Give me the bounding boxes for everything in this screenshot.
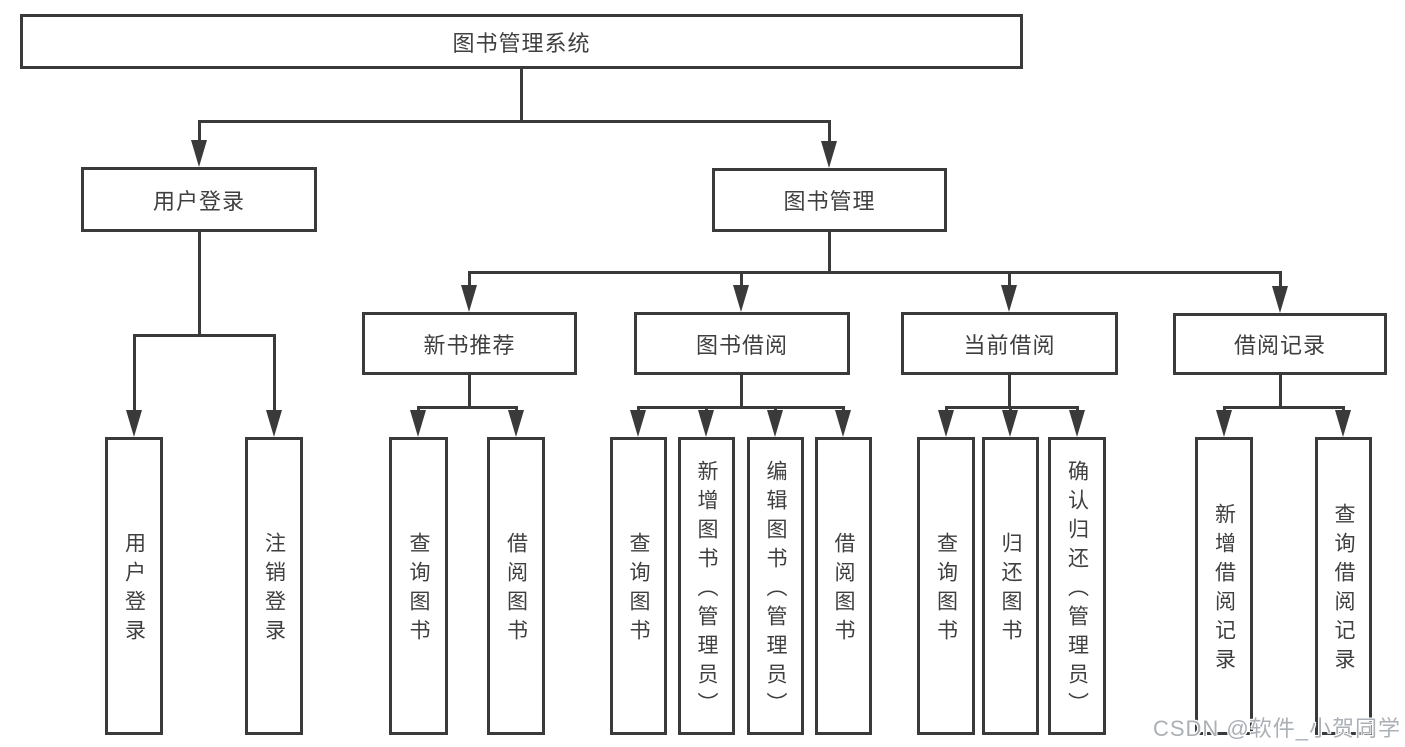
leaf-logout: 注销登录: [245, 437, 303, 735]
connector-line: [520, 69, 523, 123]
leaf-edit-books-admin: 编辑图书（管理员）: [747, 437, 804, 735]
node-new-book-recommend: 新书推荐: [362, 312, 577, 375]
connector-line: [705, 406, 708, 412]
leaf-return-books: 归还图书: [982, 437, 1039, 735]
connector-line: [842, 406, 845, 412]
node-current-borrow: 当前借阅: [901, 312, 1118, 375]
arrow-down-icon: [733, 285, 749, 312]
arrow-down-icon: [191, 140, 207, 167]
node-label: 归还图书: [999, 532, 1022, 648]
csdn-watermark: CSDN @软件_小贺同学: [1152, 716, 1401, 741]
node-book-management: 图书管理: [712, 168, 947, 232]
leaf-borrow-books: 借阅图书: [815, 437, 872, 735]
connector-line: [468, 373, 471, 409]
connector-line: [1076, 406, 1079, 412]
node-label: 查询图书: [627, 532, 650, 648]
node-borrow-record: 借阅记录: [1173, 313, 1387, 375]
arrow-down-icon: [266, 410, 282, 437]
leaf-confirm-return-admin: 确认归还（管理员）: [1048, 437, 1106, 735]
node-label: 借阅图书: [504, 532, 528, 648]
connector-line: [740, 375, 743, 409]
node-label: 新书推荐: [423, 332, 516, 358]
connector-line: [1342, 406, 1345, 412]
arrow-down-icon: [698, 410, 714, 437]
arrow-down-icon: [821, 141, 837, 168]
arrow-down-icon: [835, 410, 851, 437]
connector-line: [1009, 406, 1012, 412]
node-book-borrow: 图书借阅: [634, 312, 850, 375]
node-user-login: 用户登录: [81, 167, 317, 232]
connector-line: [417, 406, 420, 412]
node-label: 新增借阅记录: [1212, 503, 1236, 677]
connector-line: [1223, 406, 1345, 409]
connector-line: [273, 334, 276, 412]
arrow-down-icon: [508, 410, 524, 437]
arrow-down-icon: [938, 410, 954, 437]
connector-line: [198, 120, 831, 123]
node-label: 查询借阅记录: [1332, 503, 1355, 677]
arrow-down-icon: [1001, 285, 1017, 312]
connector-line: [417, 406, 518, 409]
connector-line: [1008, 271, 1011, 287]
connector-line: [637, 406, 640, 412]
node-root: 图书管理系统: [20, 14, 1023, 69]
arrow-down-icon: [1335, 410, 1351, 437]
connector-line: [468, 271, 1282, 274]
node-label: 查询图书: [407, 532, 430, 648]
connector-line: [133, 334, 276, 337]
connector-line: [945, 406, 1079, 409]
leaf-add-books-admin: 新增图书（管理员）: [678, 437, 735, 735]
arrow-down-icon: [1216, 410, 1232, 437]
arrow-down-icon: [767, 410, 783, 437]
leaf-query-books-borrow: 查询图书: [610, 437, 667, 735]
leaf-query-books-recommend: 查询图书: [389, 437, 448, 735]
arrow-down-icon: [126, 410, 142, 437]
node-label: 编辑图书（管理员）: [764, 459, 787, 721]
arrow-down-icon: [1272, 286, 1288, 313]
connector-line: [468, 271, 471, 287]
connector-line: [828, 232, 831, 274]
node-label: 图书管理系统: [452, 30, 591, 56]
connector-line: [1223, 406, 1226, 412]
node-label: 借阅记录: [1233, 333, 1326, 358]
arrow-down-icon: [1069, 410, 1085, 437]
connector-line: [945, 406, 948, 412]
connector-line: [740, 271, 743, 287]
connector-line: [774, 406, 777, 412]
arrow-down-icon: [410, 410, 426, 437]
node-label: 借阅图书: [832, 532, 855, 648]
arrow-down-icon: [630, 410, 646, 437]
connector-line: [1279, 375, 1282, 409]
connector-line: [198, 232, 201, 337]
node-label: 确认归还（管理员）: [1065, 459, 1089, 721]
connector-line: [637, 406, 845, 409]
connector-line: [198, 120, 201, 142]
arrow-down-icon: [1002, 410, 1018, 437]
node-label: 新增图书（管理员）: [695, 459, 718, 721]
leaf-query-borrow-record: 查询借阅记录: [1315, 437, 1372, 735]
leaf-user-login: 用户登录: [105, 437, 163, 735]
connector-line: [1008, 375, 1011, 409]
node-label: 用户登录: [122, 532, 146, 648]
leaf-borrow-books-recommend: 借阅图书: [487, 437, 545, 735]
connector-line: [515, 406, 518, 412]
connector-line: [1279, 271, 1282, 287]
node-label: 注销登录: [262, 532, 286, 648]
leaf-query-books-current: 查询图书: [917, 437, 975, 735]
node-label: 图书管理: [783, 189, 876, 214]
node-label: 图书借阅: [695, 332, 788, 358]
node-label: 当前借阅: [963, 332, 1056, 358]
node-label: 查询图书: [934, 532, 958, 648]
node-label: 用户登录: [152, 188, 245, 214]
connector-line: [133, 334, 136, 412]
arrow-down-icon: [461, 285, 477, 312]
leaf-add-borrow-record: 新增借阅记录: [1195, 437, 1253, 735]
connector-line: [828, 120, 831, 142]
